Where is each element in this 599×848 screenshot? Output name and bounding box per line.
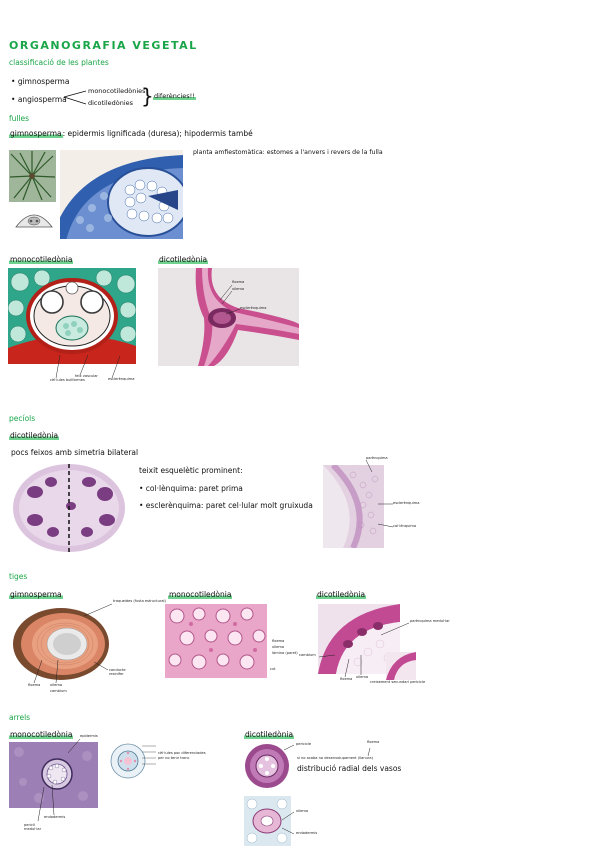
peciols-feixos: pocs feixos amb simetria bilateral	[11, 448, 139, 457]
monocot-stem-micrograph	[165, 604, 267, 678]
label-creixement-secundari: creixement secundari pericicle	[370, 680, 426, 684]
label-feix-vascular: feix vascular	[75, 374, 98, 378]
gimno-stem-leaders	[33, 603, 113, 684]
monocot-root-micrograph	[9, 742, 98, 808]
label-traqueides: traqueides (fusta estructural)	[113, 599, 166, 603]
label-xilema-gimno: xilema	[50, 683, 63, 687]
label-esclerenquima-petiole: esclerènquima	[393, 501, 420, 505]
label-dico-note: si no acaba no desenvolupament (llanura)	[297, 756, 373, 760]
label-cambium-gimno: cambium	[50, 689, 67, 693]
peciols-teixit: teixit esquelètic prominent:	[139, 466, 243, 475]
label-parenquima-medullar: parènquima medul·lar	[410, 619, 450, 623]
dico-stem-leaders	[318, 622, 410, 678]
label-parenquima-petiole: parènquima	[366, 456, 388, 460]
dicot-root-micrograph	[244, 742, 291, 790]
petiole-tissue-micrograph	[323, 465, 384, 548]
label-xilema-dico-root: xilema	[296, 809, 309, 813]
label-cellules-buliformes: cèl·lules buliformes	[50, 378, 85, 382]
gymnosperm-leaf-micrograph	[60, 150, 183, 239]
label-esclerenquima-dico-leaf: esclerènquima	[240, 306, 267, 310]
section-heading-classification: classificació de les plantes	[9, 58, 109, 67]
label-xilema-mono-stem: xilema	[272, 645, 285, 649]
label-xilema-dico-leaf: xilema	[232, 287, 245, 291]
peciols-esclerenquima: • esclerènquima: paret cel·lular molt gr…	[139, 501, 313, 510]
label-lamina-mono-stem: làmina (paret)	[272, 651, 298, 655]
root-small-diagram	[104, 742, 152, 780]
branch-arrows	[63, 90, 87, 105]
label-per-no-tenir-tronc: per no tenir tronc	[158, 756, 190, 760]
dico-leaf-leaders	[219, 284, 241, 315]
fulles-dico-heading: dicotiledònia	[158, 255, 209, 264]
mono-root-leaders	[37, 738, 81, 822]
fulles-gimnosperma-line: gimnosperma: epidermis lignificada (dure…	[9, 129, 253, 138]
label-floema-dico-root: floema	[367, 740, 380, 744]
classification-mono: monocotiledònies	[88, 87, 146, 95]
gymnosperm-stem-micrograph	[11, 604, 111, 680]
label-cxt-mono-stem: cxt	[270, 667, 276, 671]
tiges-gimno-heading: gimnosperma	[9, 590, 63, 599]
section-heading-fulles: fulles	[9, 114, 30, 123]
dicot-stem-inset-micrograph	[386, 652, 416, 680]
dicot-root-detail-micrograph	[244, 796, 291, 846]
section-heading-tiges: tiges	[9, 572, 28, 581]
small-root-leaders	[142, 745, 156, 765]
label-floema-dico-leaf: floema	[232, 280, 245, 284]
classification-dico: dicotiledònies	[88, 99, 134, 107]
label-esclerenquima-mono: esclerènquima	[108, 377, 135, 381]
label-pericli-medullar: periclí medul·lar	[24, 823, 42, 831]
dicot-stem-micrograph	[318, 604, 400, 674]
label-endodermis-dico-root: endodermis	[296, 831, 318, 835]
section-heading-arrels: arrels	[9, 713, 31, 722]
pine-needles-photo	[9, 150, 56, 202]
section-heading-peciols: pecíols	[9, 414, 36, 423]
label-floema-mono-stem: floema	[272, 639, 285, 643]
mono-leaf-leaders	[55, 354, 121, 379]
label-floema-gimno: floema	[28, 683, 41, 687]
classification-differences: diferències!!	[153, 92, 196, 100]
petiole-micrograph	[11, 462, 128, 553]
tiges-mono-heading: monocotiledònia	[168, 590, 233, 599]
arrels-dico-heading: dicotiledònia	[244, 730, 295, 739]
label-collenquima-petiole: col·lènquima	[393, 524, 417, 528]
label-epidermis-root: epidermis	[80, 734, 98, 738]
distribucio-radial-note: distribució radial dels vasos	[297, 764, 402, 773]
brace: }	[141, 84, 154, 108]
label-endodermis-root: endodermis	[44, 815, 66, 819]
page-title: ORGANOGRAFIA VEGETAL	[9, 39, 198, 52]
label-pericicle-dico-root: pericicle	[296, 742, 312, 746]
needle-cross-section-diagram	[13, 207, 55, 233]
dico-root-leaders	[281, 744, 371, 835]
fulles-mono-heading: monocotiledònia	[9, 255, 74, 264]
label-xilema-dico-stem: xilema	[356, 675, 369, 679]
peciols-collenquima: • col·lènquima: paret prima	[139, 484, 243, 493]
label-cellules-poc-diferenciades: cèl·lules poc diferenciades	[158, 751, 206, 755]
classification-gimnosperma: • gimnosperma	[11, 77, 70, 86]
arrels-mono-heading: monocotiledònia	[9, 730, 74, 739]
classification-angiosperma: • angiosperma	[11, 95, 67, 104]
dicot-leaf-micrograph	[158, 268, 299, 366]
label-conducte-resinifer: conducte resinífer	[109, 668, 126, 676]
monocot-leaf-micrograph	[8, 268, 136, 364]
tiges-dico-heading: dicotiledònia	[316, 590, 367, 599]
amfiestomatica-note: planta amfiestomàtica: estomes a l'anver…	[193, 149, 383, 156]
label-floema-dico-stem: floema	[340, 677, 353, 681]
label-cambium-dico: cambium	[299, 653, 316, 657]
peciols-dico-heading: dicotiledònia	[9, 431, 60, 440]
petiole-leaders	[365, 459, 394, 528]
